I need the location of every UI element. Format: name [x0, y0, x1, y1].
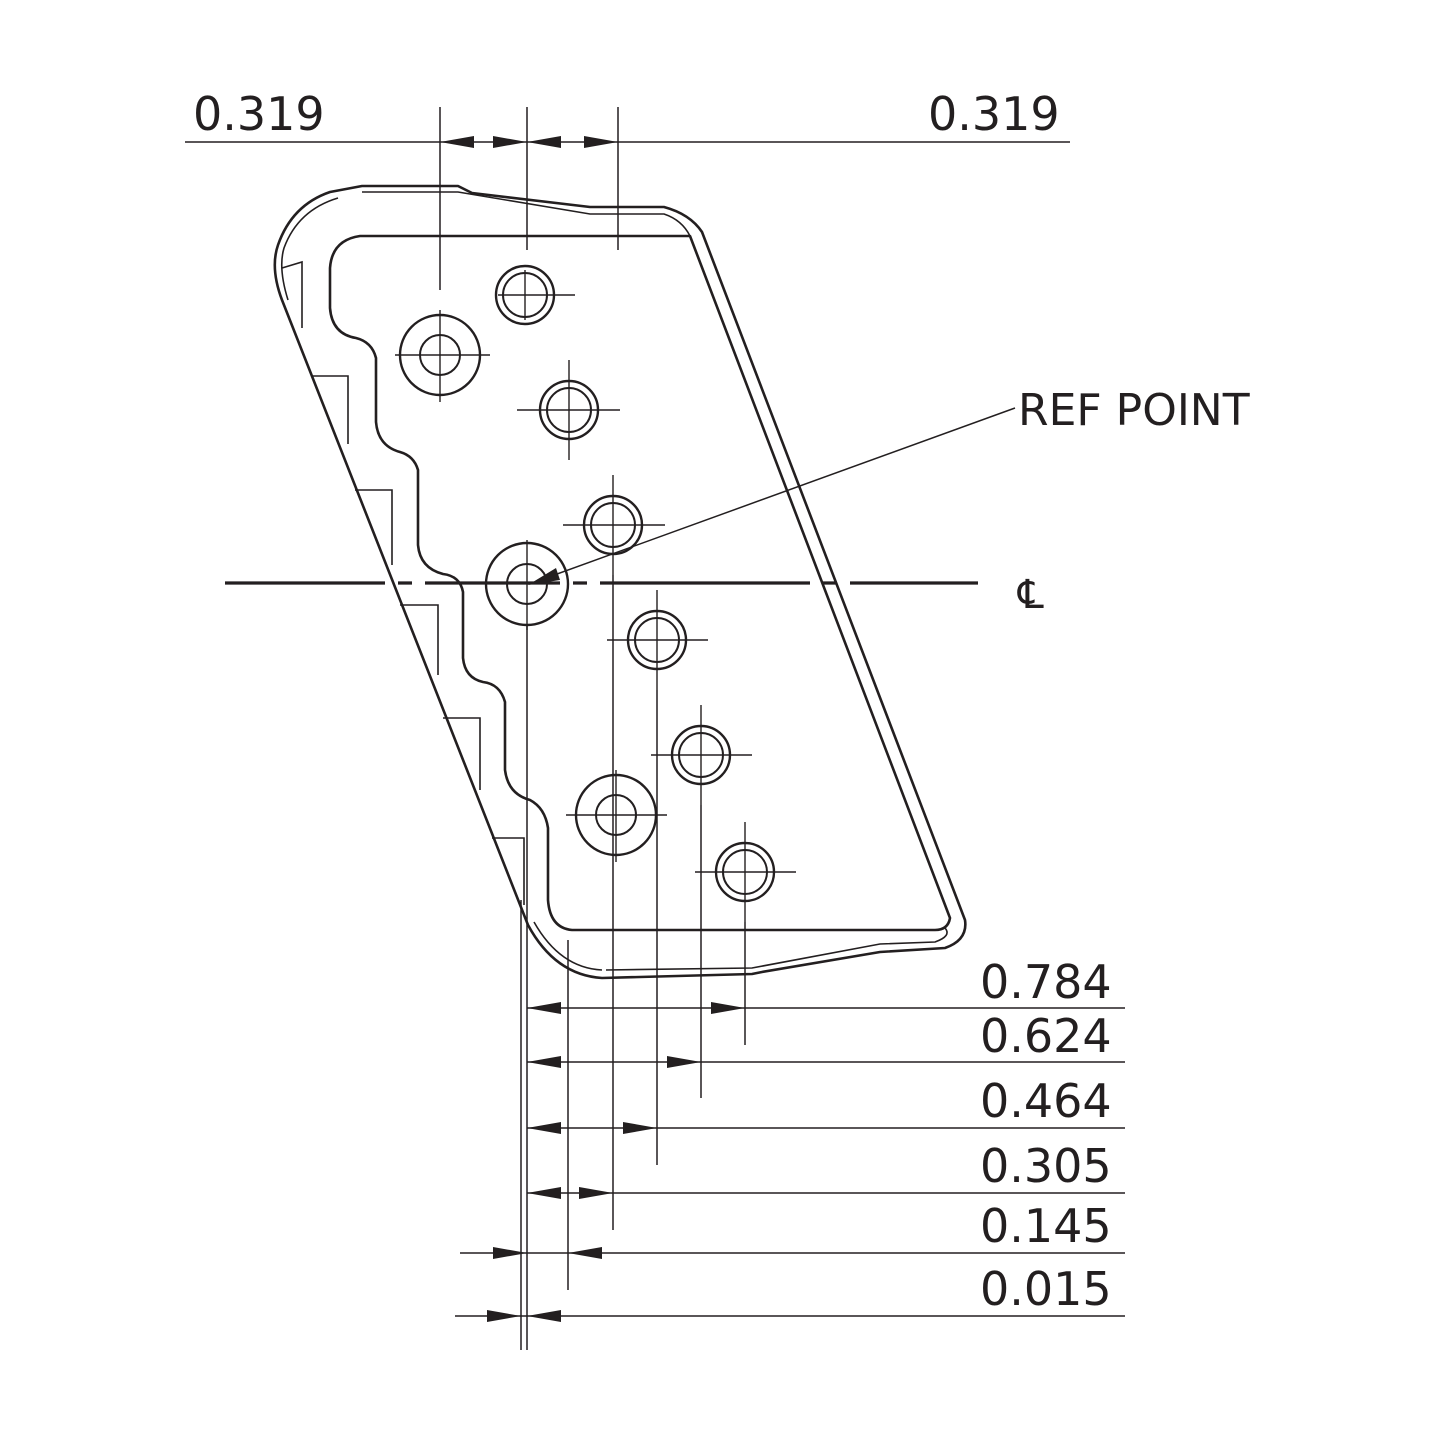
top-dimension: 0.319 0.319 — [185, 87, 1070, 290]
hole-1 — [494, 264, 575, 326]
offset-dimension-0305: 0.305 — [527, 1139, 1125, 1199]
offset-value: 0.015 — [980, 1262, 1112, 1316]
offset-dimension-0145: 0.145 — [460, 1199, 1125, 1259]
hole-2-large — [395, 310, 490, 402]
offset-dimension-0015: 0.015 — [455, 1262, 1125, 1322]
hinge-outline — [273, 184, 967, 980]
offset-value: 0.464 — [980, 1074, 1112, 1128]
mounting-holes — [395, 264, 796, 922]
offset-dimensions: 0.784 0.624 0.464 0.305 0.145 — [455, 955, 1125, 1322]
hole-3 — [517, 360, 620, 460]
offset-value: 0.145 — [980, 1199, 1112, 1253]
centerline-symbol: ℄ — [1017, 572, 1044, 618]
centerline: ℄ — [225, 572, 1044, 618]
offset-extension-lines — [520, 575, 746, 1350]
hole-6 — [607, 590, 708, 690]
ref-point-label: REF POINT — [1018, 385, 1250, 436]
ref-point-callout: REF POINT — [528, 385, 1250, 585]
offset-dimension-0784: 0.784 — [527, 955, 1125, 1014]
top-dimension-right: 0.319 — [928, 87, 1060, 141]
hole-7 — [651, 705, 752, 805]
offset-value: 0.624 — [980, 1009, 1112, 1063]
hole-9 — [695, 822, 796, 922]
hole-8-large — [566, 770, 667, 862]
offset-value: 0.305 — [980, 1139, 1112, 1193]
offset-value: 0.784 — [980, 955, 1112, 1009]
offset-dimension-0624: 0.624 — [527, 1009, 1125, 1068]
offset-dimension-0464: 0.464 — [527, 1074, 1125, 1134]
hole-4 — [563, 475, 665, 575]
hole-5-ref — [484, 540, 570, 630]
top-dimension-left: 0.319 — [193, 87, 325, 141]
